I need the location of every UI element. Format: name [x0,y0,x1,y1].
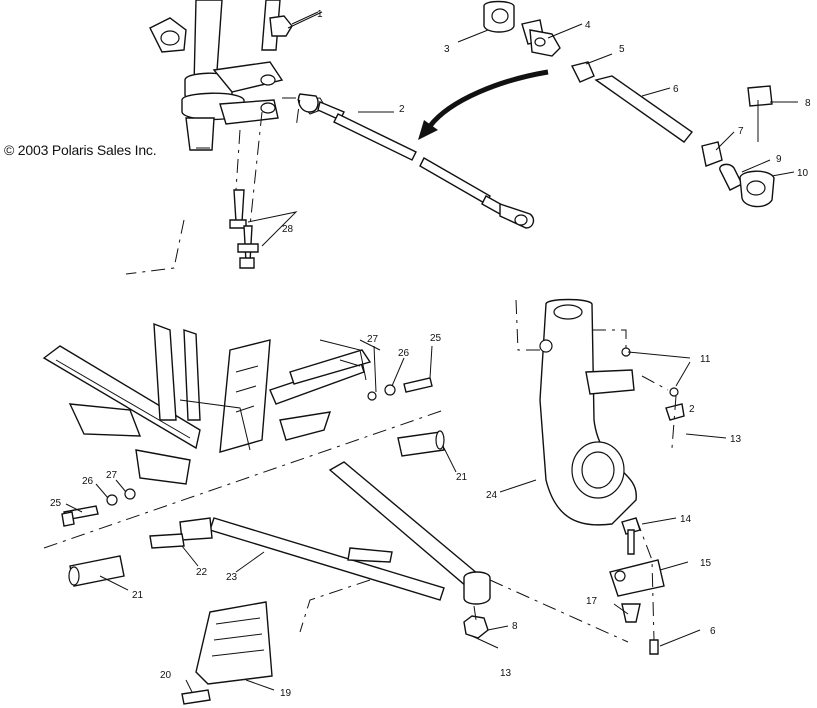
callout-10: 10 [797,168,809,179]
callout-15: 15 [700,558,712,569]
callout-5: 5 [619,44,625,55]
callout-21b: 21 [132,590,144,601]
callout-2: 2 [399,104,405,115]
callout-13b: 13 [500,668,512,679]
leader-lines-top [247,11,798,247]
assembly-arrow [418,69,549,140]
callout-4: 4 [585,20,591,31]
a-arm [68,430,491,639]
callout-22: 22 [196,567,208,578]
callout-27: 27 [367,334,379,345]
callout-labels: 1 2 3 4 5 6 7 8 9 10 28 27 26 25 11 2 13… [50,9,811,699]
steering-column [149,0,293,151]
callout-26b: 26 [82,476,94,487]
callout-24: 24 [486,490,498,501]
callout-8: 8 [805,98,811,109]
copyright-notice: © 2003 Polaris Sales Inc. [4,142,157,158]
callout-11: 11 [700,354,711,365]
callout-17: 17 [586,596,598,607]
callout-25b: 25 [50,498,62,509]
callout-8b: 8 [512,621,518,632]
callout-6b: 6 [710,626,716,637]
callout-6: 6 [673,84,679,95]
callout-13: 13 [730,434,742,445]
callout-3: 3 [444,44,450,55]
callout-23: 23 [226,572,238,583]
callout-28: 28 [282,224,294,235]
callout-7: 7 [738,126,744,137]
spindle-knuckle [539,298,685,655]
callout-20: 20 [160,670,172,681]
callout-25: 25 [430,333,442,344]
bolts-28 [229,189,259,269]
bolts-left [61,377,433,527]
frame-section [42,322,381,485]
tie-rod-assembly [296,93,535,229]
callout-27b: 27 [106,470,118,481]
callout-14: 14 [680,514,692,525]
callout-26: 26 [398,348,410,359]
leader-lines-bottom [65,345,727,693]
callout-9: 9 [776,154,782,165]
rod-end-parts [483,0,775,208]
callout-1: 1 [317,9,323,20]
callout-2b: 2 [689,404,695,415]
guard-plate [181,601,273,705]
callout-19: 19 [280,688,292,699]
callout-21a: 21 [456,472,468,483]
